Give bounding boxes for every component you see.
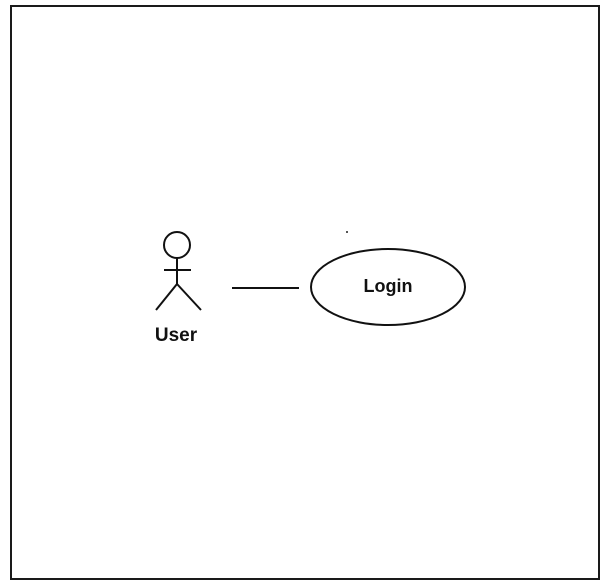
- use-case-login: Login: [310, 248, 466, 326]
- stick-figure-icon: [155, 231, 202, 311]
- actor-head: [163, 231, 191, 259]
- scan-speck: [346, 231, 348, 233]
- actor-right-leg: [176, 283, 202, 311]
- actor-label: User: [155, 325, 198, 346]
- actor-left-leg: [155, 283, 178, 311]
- use-case-label: Login: [364, 276, 413, 296]
- use-case-ellipse: [310, 248, 466, 326]
- actor-user: [155, 231, 202, 311]
- diagram-frame: [10, 5, 600, 580]
